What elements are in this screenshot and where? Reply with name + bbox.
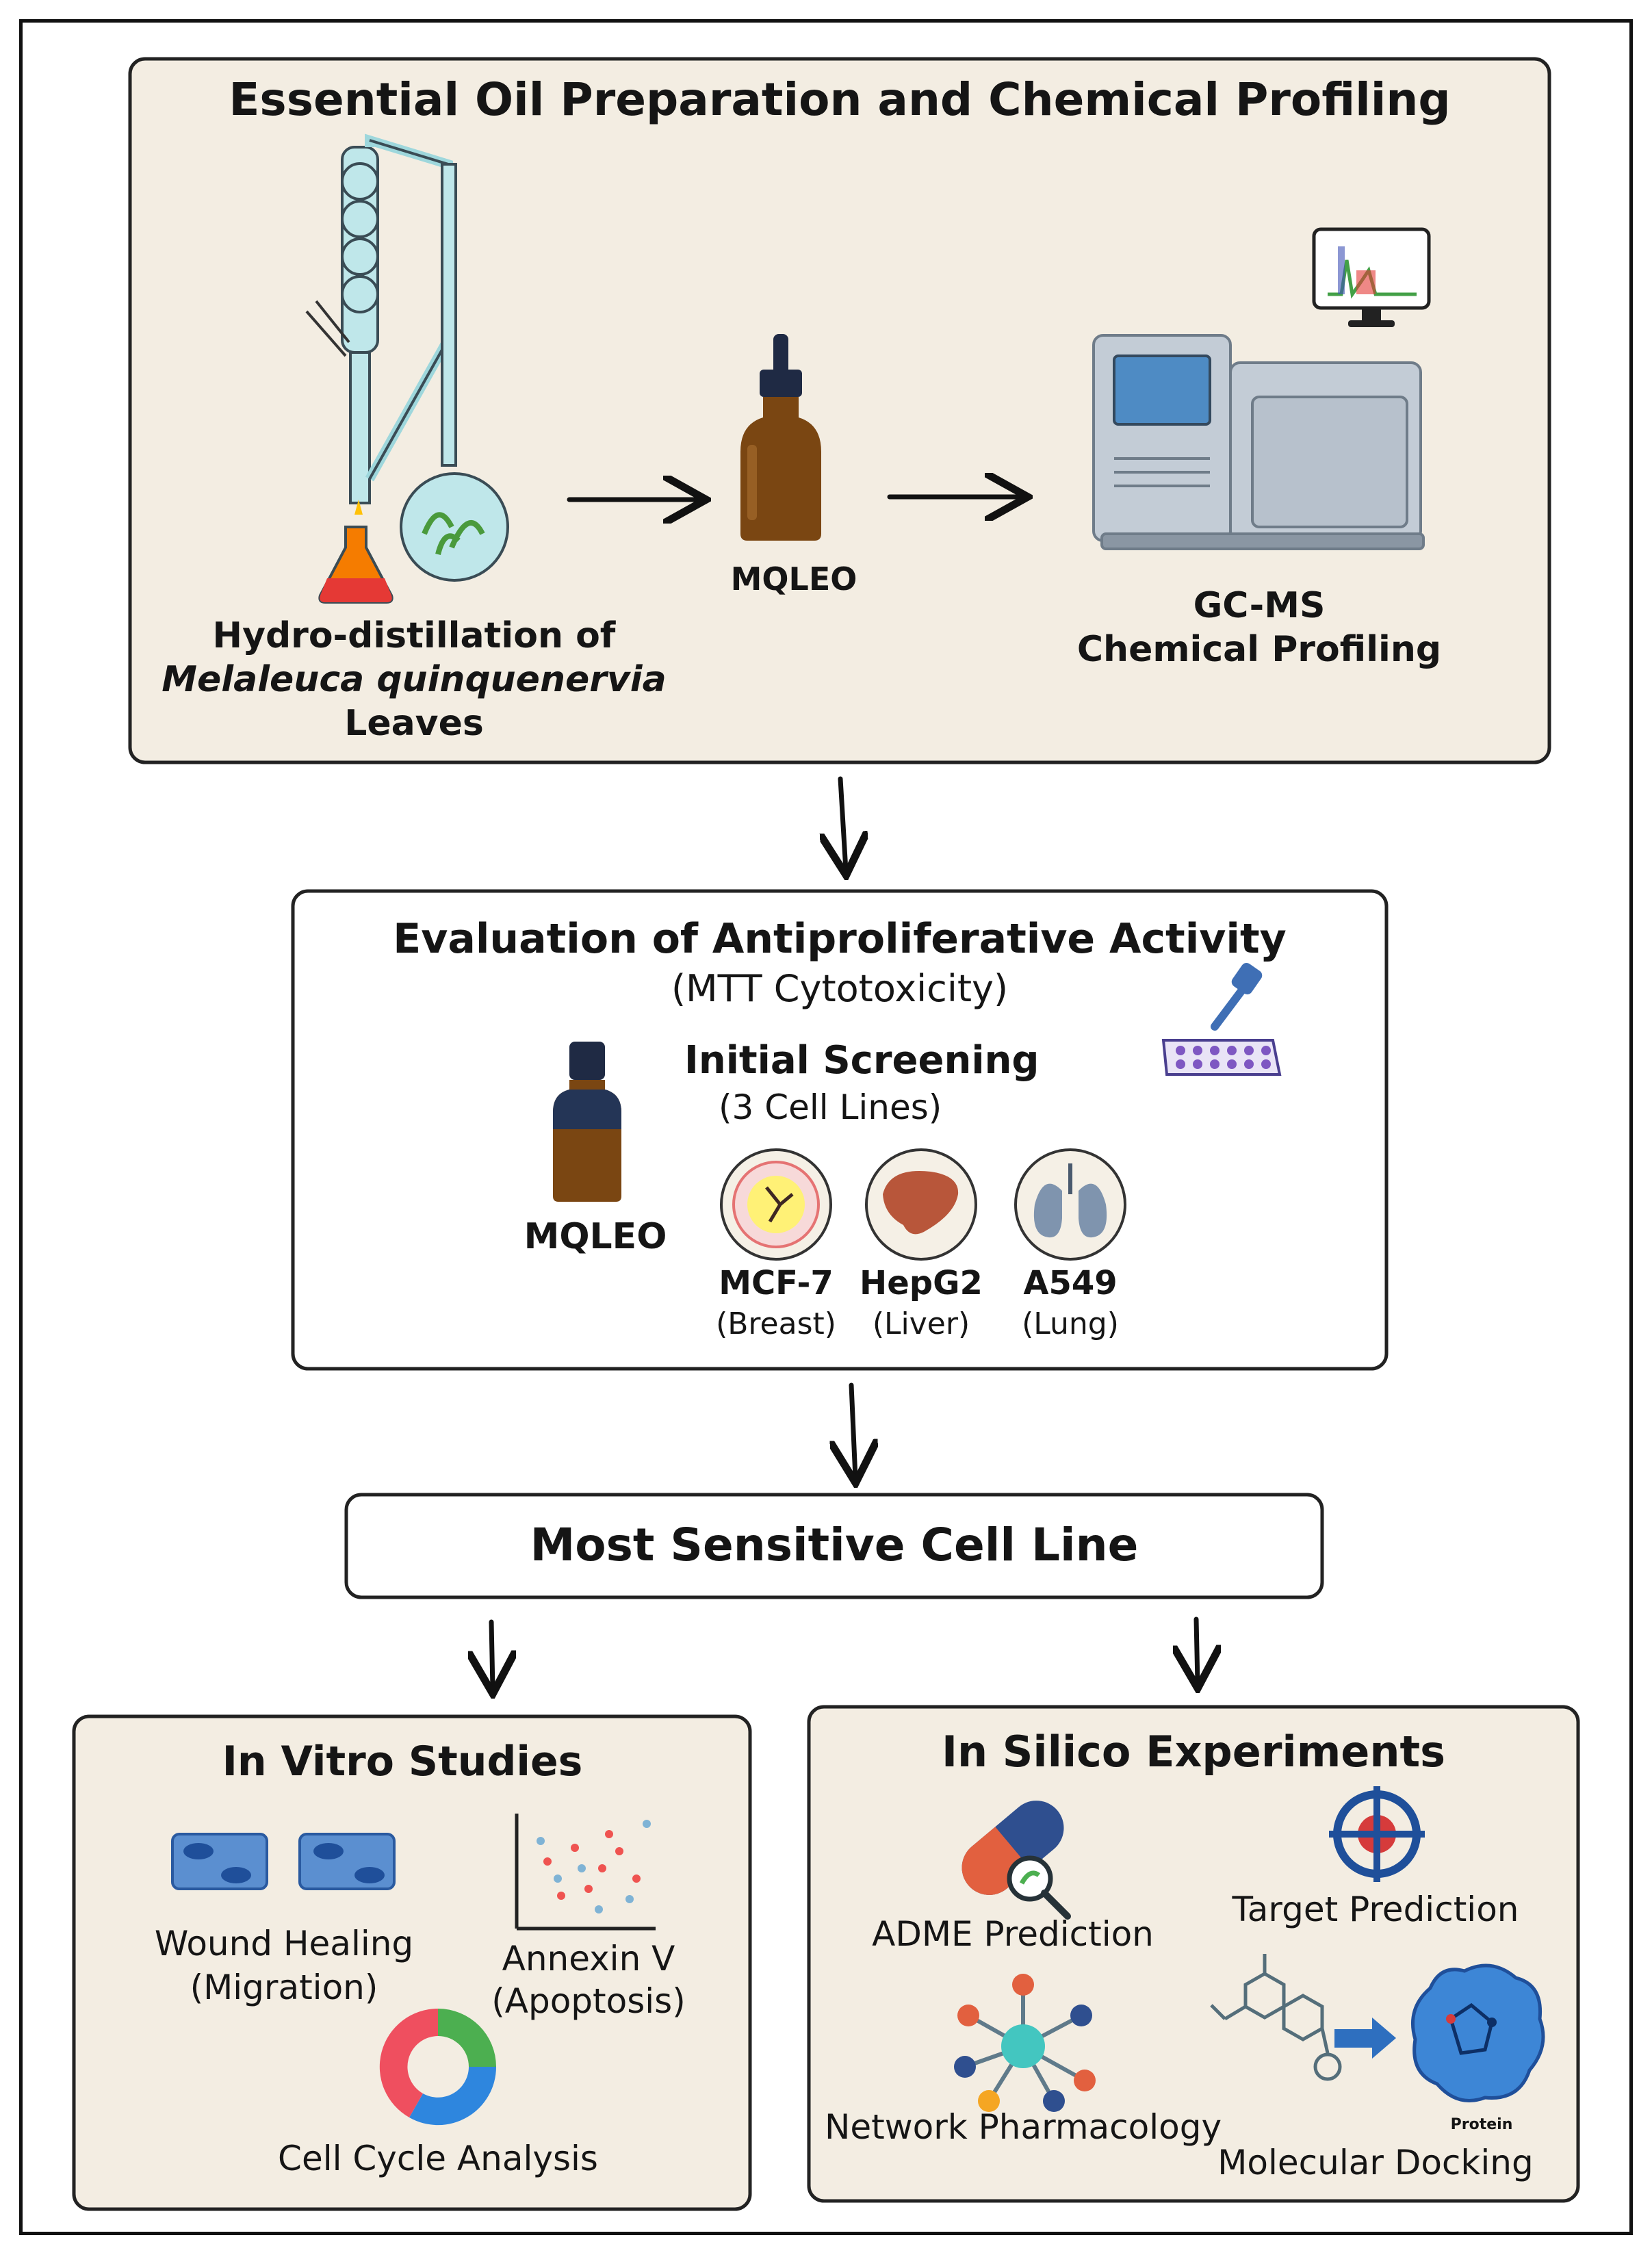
screening-subtitle: (3 Cell Lines) — [719, 1087, 942, 1127]
distill-label-line2: Melaleuca quinquenervia — [162, 659, 667, 700]
hepg2-liver-icon — [865, 1148, 977, 1261]
wound-healing-cells-icon — [171, 1833, 396, 1890]
arrow-sensitive-to-invitro — [491, 1619, 493, 1689]
annexin-label-line2: (Apoptosis) — [491, 1981, 686, 2021]
prep-panel — [128, 57, 1551, 764]
insilico-title: In Silico Experiments — [941, 1727, 1446, 1777]
network-label: Network Pharmacology — [825, 2107, 1222, 2147]
hepg2-name: HepG2 — [860, 1264, 983, 1302]
protein-label: Protein — [1450, 2116, 1513, 2133]
oil-bottle-icon — [740, 334, 821, 541]
eval-oil-label: MQLEO — [524, 1216, 667, 1257]
docking-arrow-icon — [1334, 2018, 1396, 2059]
adme-capsule-icon — [961, 1801, 1071, 1920]
wound-label-line2: (Migration) — [190, 1968, 378, 2007]
distill-label-line3: Leaves — [344, 703, 484, 744]
cell-cycle-donut-icon — [379, 2008, 497, 2126]
invitro-title: In Vitro Studies — [222, 1738, 583, 1786]
a549-lung-icon — [1014, 1148, 1126, 1261]
adme-label: ADME Prediction — [872, 1914, 1154, 1954]
arrow-eval-to-sensitive — [851, 1382, 855, 1478]
wound-label-line1: Wound Healing — [154, 1924, 414, 1963]
arrow-prep-to-eval — [840, 776, 846, 871]
docking-label: Molecular Docking — [1217, 2143, 1534, 2182]
collection-flask-icon — [318, 500, 393, 604]
distillation-apparatus-icon — [305, 133, 509, 582]
eval-panel — [291, 889, 1389, 1371]
pipette-plate-icon — [1161, 963, 1282, 1076]
target-crosshair-icon — [1329, 1786, 1425, 1882]
ligand-molecule-icon — [1210, 1954, 1342, 2081]
mcf7-tissue: (Breast) — [716, 1306, 836, 1341]
eval-oil-bottle-icon — [553, 1042, 621, 1202]
gcms-instrument-icon — [1092, 334, 1425, 550]
monitor-chromatogram-icon — [1312, 227, 1431, 327]
a549-tissue: (Lung) — [1022, 1306, 1119, 1341]
arrow-sensitive-to-insilico — [1196, 1616, 1198, 1684]
prep-title: Essential Oil Preparation and Chemical P… — [229, 73, 1451, 126]
mcf7-breast-icon — [720, 1148, 832, 1261]
gcms-label-line1: GC-MS — [1193, 585, 1326, 626]
oil-label: MQLEO — [730, 560, 857, 597]
target-label: Target Prediction — [1232, 1890, 1519, 1929]
annexin-label-line1: Annexin V — [502, 1939, 675, 1979]
annexin-scatter-icon — [515, 1814, 656, 1931]
sensitive-title: Most Sensitive Cell Line — [530, 1519, 1139, 1571]
eval-title: Evaluation of Antiproliferative Activity — [393, 915, 1287, 963]
a549-name: A549 — [1023, 1264, 1118, 1302]
protein-blob-icon — [1411, 1963, 1545, 2102]
screening-title: Initial Screening — [684, 1038, 1040, 1083]
cellcycle-label: Cell Cycle Analysis — [278, 2139, 598, 2178]
sensitive-panel — [344, 1493, 1324, 1599]
distill-label-line1: Hydro-distillation of — [212, 615, 616, 656]
gcms-label-line2: Chemical Profiling — [1076, 629, 1442, 670]
eval-subtitle: (MTT Cytotoxicity) — [671, 967, 1009, 1010]
network-node-icon — [954, 1974, 1096, 2112]
mcf7-name: MCF-7 — [719, 1264, 834, 1302]
hepg2-tissue: (Liver) — [872, 1306, 970, 1341]
